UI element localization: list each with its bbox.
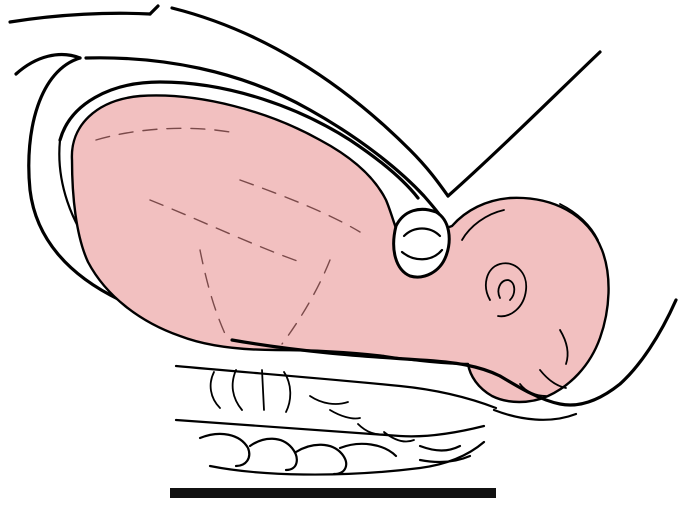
pubic-bone [394, 209, 450, 277]
fetus-body [72, 95, 609, 402]
fetus [72, 95, 609, 402]
table-bar [170, 488, 496, 498]
